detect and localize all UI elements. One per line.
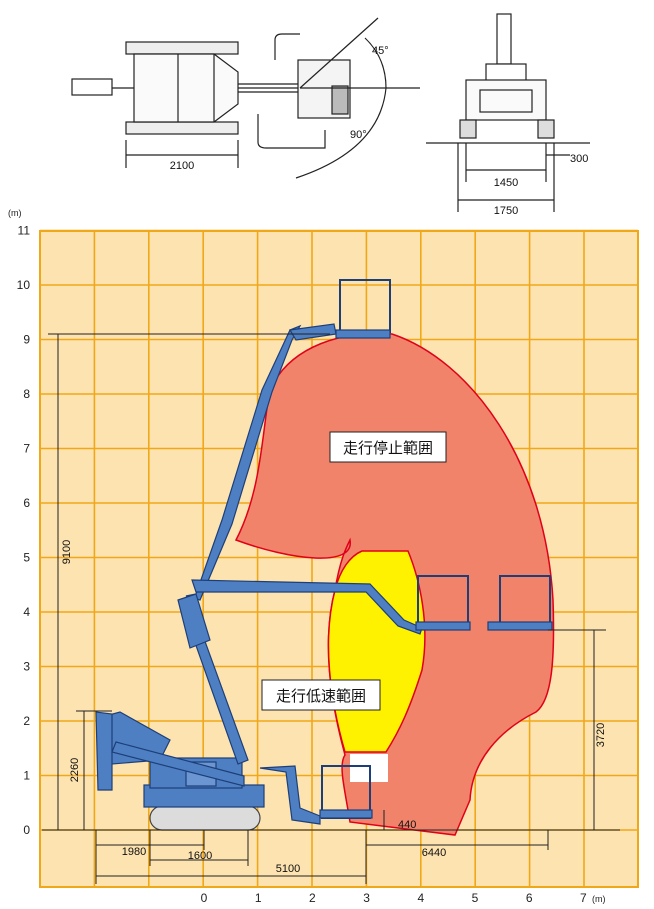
y-tick-label: 3: [23, 660, 30, 674]
y-tick-label: 6: [23, 496, 30, 510]
boom-lift-machine: [95, 279, 553, 831]
x-tick-label: 3: [363, 891, 370, 905]
x-tick-label: 0: [201, 891, 208, 905]
angle-90-label: 90°: [350, 129, 367, 141]
y-tick-label: 11: [18, 224, 31, 238]
dim-1980-label: 1980: [122, 846, 146, 858]
y-tick-label: 10: [17, 278, 31, 292]
y-tick-label: 0: [23, 823, 30, 837]
travel-slow-label-box: [261, 679, 381, 711]
y-tick-label: 8: [23, 387, 30, 401]
x-tick-label: 7: [580, 891, 587, 905]
dim-6440-label: 6440: [422, 847, 446, 859]
top-view-drawing: [71, 17, 420, 179]
travel-stop-label: 走行停止範囲: [343, 439, 433, 457]
dim-5100-label: 5100: [276, 863, 300, 875]
y-unit-label: (m): [8, 208, 22, 218]
y-tick-label: 4: [23, 605, 30, 619]
travel-slow-label: 走行低速範囲: [276, 687, 366, 705]
rear-view-300-label: 300: [570, 153, 588, 165]
dim-440-label: 440: [398, 819, 416, 831]
rear-view-drawing: [426, 13, 590, 212]
x-tick-label: 4: [417, 891, 424, 905]
dim-2260-label: 2260: [69, 758, 81, 782]
y-tick-label: 7: [23, 442, 30, 456]
x-tick-labels: 0 1 2 3 4 5 6 7: [201, 891, 587, 905]
angle-45-label: 45°: [372, 45, 389, 57]
x-tick-label: 1: [255, 891, 262, 905]
rear-view-1750-label: 1750: [494, 205, 518, 217]
y-tick-label: 9: [23, 333, 30, 347]
rear-view-1450-label: 1450: [494, 177, 518, 189]
top-view-width-label: 2100: [170, 160, 194, 172]
y-tick-label: 1: [23, 769, 30, 783]
travel-stop-label-box: [329, 431, 447, 463]
x-tick-label: 6: [526, 891, 533, 905]
chart-dimension-lines: [42, 333, 620, 884]
y-tick-label: 5: [23, 551, 30, 565]
dim-9100-label: 9100: [61, 540, 73, 564]
dim-3720-label: 3720: [595, 723, 607, 747]
x-unit-label: (m): [592, 894, 606, 904]
x-tick-label: 2: [309, 891, 316, 905]
dim-1600-label: 1600: [188, 850, 212, 862]
y-tick-labels: 0 1 2 3 4 5 6 7 8 9 10 11: [17, 224, 31, 838]
x-tick-label: 5: [472, 891, 479, 905]
y-tick-label: 2: [23, 714, 30, 728]
